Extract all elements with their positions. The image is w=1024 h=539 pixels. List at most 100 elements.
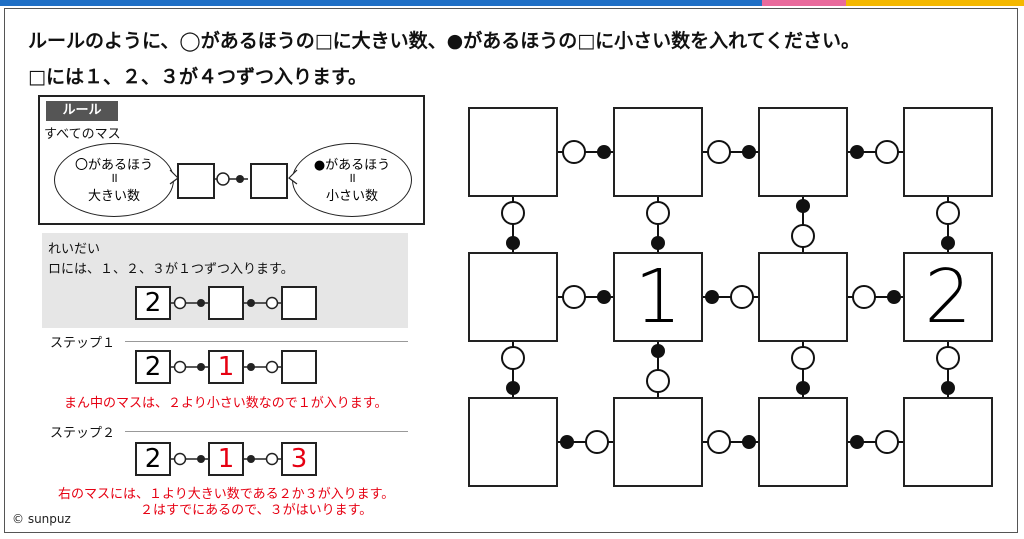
open-circle-icon	[562, 285, 586, 309]
s2-open-circle-icon	[265, 452, 279, 466]
larger-bubble-line3: 大きい数	[87, 189, 140, 204]
instruction-line-2: □には１、２、３が４つずつ入ります。	[28, 66, 368, 88]
open-circle-icon	[730, 285, 754, 309]
example-title: れいだい	[48, 242, 101, 257]
step2-cell-3: 3	[281, 442, 317, 476]
smaller-bubble: ●があるほう ॥ 小さい数	[292, 143, 412, 217]
step2-cell-2: 1	[208, 442, 244, 476]
open-circle-icon	[646, 369, 670, 393]
rule-tag: ルール	[46, 101, 118, 121]
rule-square-left	[177, 163, 215, 199]
puzzle-cell-r1c1[interactable]	[468, 107, 558, 197]
open-circle-icon	[646, 201, 670, 225]
open-circle-icon	[501, 201, 525, 225]
puzzle-cell-r2c2[interactable]: 1	[613, 252, 703, 342]
rule-open-circle-icon	[216, 172, 230, 186]
s1-filled-circle-icon	[197, 363, 205, 371]
step1-cell-2: 1	[208, 350, 244, 384]
puzzle-cell-r2c4[interactable]: 2	[903, 252, 993, 342]
step1-divider	[125, 341, 408, 342]
filled-circle-icon	[796, 199, 810, 213]
open-circle-icon	[936, 201, 960, 225]
filled-circle-icon	[506, 236, 520, 250]
s1-open-circle-icon	[173, 360, 187, 374]
step1-cell-1: 2	[135, 350, 171, 384]
open-circle-icon	[707, 140, 731, 164]
step1-note: まん中のマスは、２より小さい数なので１が入ります。	[64, 396, 388, 411]
smaller-bubble-line1: ●があるほう	[313, 158, 391, 173]
rule-square-right	[250, 163, 288, 199]
open-circle-icon	[791, 346, 815, 370]
puzzle-cell-r2c1[interactable]	[468, 252, 558, 342]
smaller-bubble-line3: 小さい数	[325, 189, 378, 204]
example-cell-2	[208, 286, 244, 320]
open-circle-icon	[501, 346, 525, 370]
step2-note-1: 右のマスには、１より大きい数である２か３が入ります。	[58, 487, 395, 502]
puzzle-cell-r3c3[interactable]	[758, 397, 848, 487]
open-circle-icon	[936, 346, 960, 370]
step1-cell-3	[281, 350, 317, 384]
rule-box: ルール すべてのマス 〇があるほう ॥ 大きい数 ●があるほう ॥ 小さい数	[38, 95, 425, 225]
ex-open-circle-icon	[173, 296, 187, 310]
larger-bubble-line1: 〇があるほう	[74, 158, 153, 173]
top-bar-yellow	[846, 0, 1024, 6]
filled-circle-icon	[651, 236, 665, 250]
page-frame	[4, 8, 1018, 533]
step2-note-2: ２はすでにあるので、３がはいります。	[140, 503, 373, 518]
smaller-bubble-tail	[288, 169, 298, 185]
puzzle-cell-r3c4[interactable]	[903, 397, 993, 487]
larger-bubble: 〇があるほう ॥ 大きい数	[54, 143, 174, 217]
filled-circle-icon	[941, 236, 955, 250]
ex-open-circle-icon	[265, 296, 279, 310]
example-description: ロには、１、２、３が１つずつ入ります。	[48, 262, 294, 277]
step2-label: ステップ２	[50, 426, 116, 441]
example-row-connectors	[171, 296, 281, 310]
s2-filled-circle-icon	[247, 455, 255, 463]
open-circle-icon	[707, 430, 731, 454]
puzzle-cell-r1c2[interactable]	[613, 107, 703, 197]
rule-connector	[213, 172, 248, 186]
open-circle-icon	[791, 224, 815, 248]
filled-circle-icon	[887, 290, 901, 304]
smaller-bubble-line2: ॥	[348, 171, 356, 186]
ex-filled-circle-icon	[247, 299, 255, 307]
ex-filled-circle-icon	[197, 299, 205, 307]
filled-circle-icon	[597, 290, 611, 304]
puzzle-cell-r2c3[interactable]	[758, 252, 848, 342]
puzzle-cell-r1c4[interactable]	[903, 107, 993, 197]
example-cell-1: 2	[135, 286, 171, 320]
filled-circle-icon	[796, 381, 810, 395]
s2-open-circle-icon	[173, 452, 187, 466]
puzzle-cell-r1c3[interactable]	[758, 107, 848, 197]
filled-circle-icon	[506, 381, 520, 395]
filled-circle-icon	[742, 145, 756, 159]
open-circle-icon	[585, 430, 609, 454]
open-circle-icon	[875, 140, 899, 164]
rule-caption: すべてのマス	[44, 127, 121, 142]
filled-circle-icon	[850, 145, 864, 159]
top-bar-blue	[0, 0, 762, 6]
step2-row-connectors	[171, 452, 281, 466]
filled-circle-icon	[651, 344, 665, 358]
puzzle-cell-r3c2[interactable]	[613, 397, 703, 487]
copyright-footer: © sunpuz	[12, 512, 71, 526]
larger-bubble-line2: ॥	[110, 171, 118, 186]
open-circle-icon	[562, 140, 586, 164]
filled-circle-icon	[742, 435, 756, 449]
step1-label: ステップ１	[50, 336, 116, 351]
step2-cell-1: 2	[135, 442, 171, 476]
filled-circle-icon	[850, 435, 864, 449]
example-cell-3	[281, 286, 317, 320]
instruction-line-1: ルールのように、◯があるほうの□に大きい数、●があるほうの□に小さい数を入れてく…	[28, 30, 861, 52]
s1-filled-circle-icon	[247, 363, 255, 371]
puzzle-cell-r3c1[interactable]	[468, 397, 558, 487]
step1-row-connectors	[171, 360, 281, 374]
filled-circle-icon	[941, 381, 955, 395]
s2-filled-circle-icon	[197, 455, 205, 463]
filled-circle-icon	[597, 145, 611, 159]
rule-filled-circle-icon	[236, 175, 244, 183]
larger-bubble-tail	[169, 169, 179, 185]
step2-divider	[125, 431, 408, 432]
